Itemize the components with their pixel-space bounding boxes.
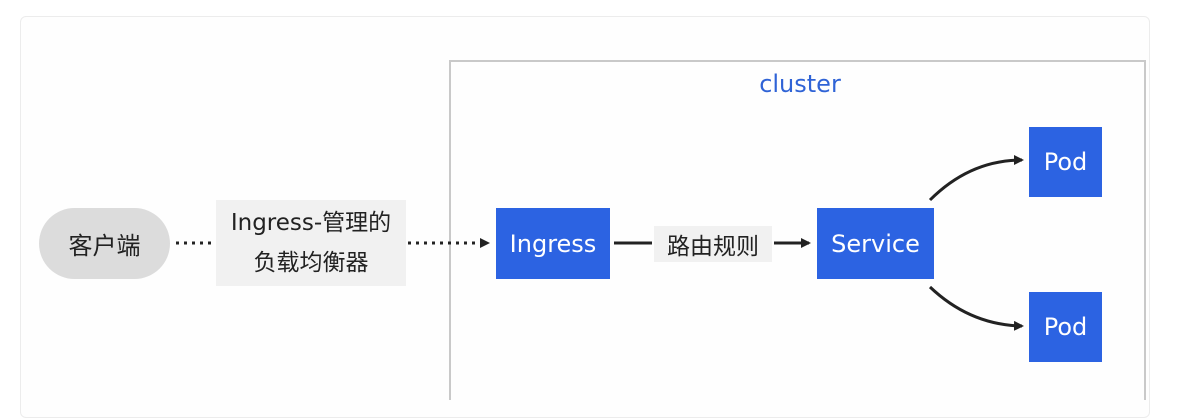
pod-node-top: Pod <box>1029 127 1102 197</box>
pod-node-bottom: Pod <box>1029 292 1102 362</box>
service-node: Service <box>817 208 934 279</box>
client-node: 客户端 <box>39 208 170 279</box>
cluster-title: cluster <box>759 70 841 98</box>
load-balancer-label-line-1: Ingress-管理的 <box>230 210 392 236</box>
load-balancer-label: Ingress-管理的 负载均衡器 <box>216 200 406 286</box>
load-balancer-label-line-2: 负载均衡器 <box>253 250 369 276</box>
ingress-node: Ingress <box>496 208 610 279</box>
routing-rules-label: 路由规则 <box>654 226 772 262</box>
service-to-pod-bottom-arrow <box>928 285 1024 331</box>
service-to-pod-top-arrow <box>928 155 1024 202</box>
cluster-boundary <box>449 60 1146 400</box>
